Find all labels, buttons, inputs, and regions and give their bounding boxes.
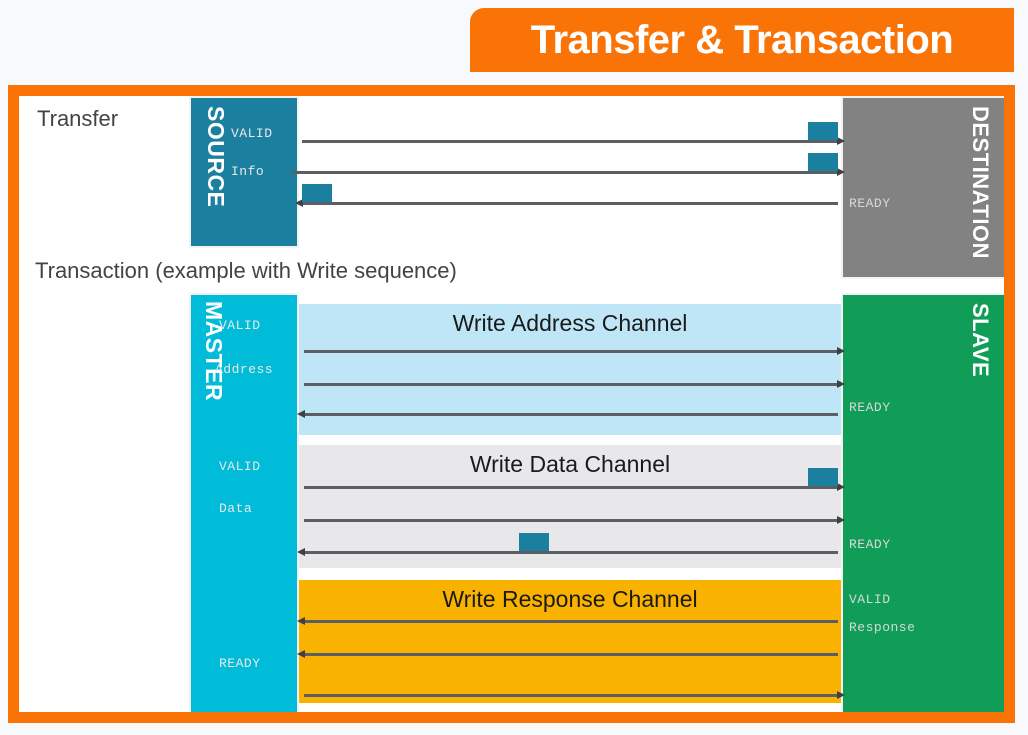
transfer-arrow-info <box>292 168 845 176</box>
marker-wd-ready <box>519 533 549 551</box>
wa-arrow-address <box>304 380 845 388</box>
wd-arrow-valid <box>304 483 845 491</box>
wr-master-signal-ready: READY <box>219 656 261 671</box>
transfer-signal-ready: READY <box>849 196 891 211</box>
write-response-channel-title: Write Response Channel <box>442 586 698 612</box>
marker-transfer-ready <box>302 184 332 202</box>
wa-master-signal-valid: VALID <box>219 318 261 333</box>
write-data-channel-title: Write Data Channel <box>469 451 671 477</box>
wd-slave-signal-ready: READY <box>849 537 891 552</box>
wr-arrow-valid <box>297 617 838 625</box>
wd-master-signal-valid: VALID <box>219 459 261 474</box>
wr-slave-signal-response: Response <box>849 620 916 635</box>
wa-master-signal-address: Address <box>215 362 274 377</box>
wa-arrow-valid <box>304 347 845 355</box>
transfer-signal-info: Info <box>231 164 265 179</box>
wd-arrow-ready <box>297 548 838 556</box>
write-data-channel-band: Write Data Channel <box>299 445 841 568</box>
write-response-channel-band: Write Response Channel <box>299 580 841 703</box>
wr-arrow-response <box>297 650 838 658</box>
transfer-signal-valid: VALID <box>231 126 273 141</box>
write-address-channel-title: Write Address Channel <box>452 310 688 336</box>
destination-block: DESTINATION <box>841 96 1004 279</box>
orange-frame: Transfer Transaction (example with Write… <box>8 85 1015 723</box>
title-banner: Transfer & Transaction <box>470 8 1014 72</box>
transfer-caption: Transfer <box>37 106 119 131</box>
transfer-arrow-valid <box>302 137 845 145</box>
wr-slave-signal-valid: VALID <box>849 592 891 607</box>
diagram-panel: Transfer Transaction (example with Write… <box>19 96 1004 712</box>
marker-wd-valid <box>808 468 838 486</box>
transaction-caption: Transaction (example with Write sequence… <box>35 258 457 283</box>
slave-block: SLAVE <box>841 293 1004 712</box>
banner-title: Transfer & Transaction <box>530 17 954 62</box>
master-block: MASTER <box>189 293 299 712</box>
source-block: SOURCE <box>189 96 299 248</box>
slave-block-label: SLAVE <box>968 303 993 378</box>
wa-arrow-ready <box>297 410 838 418</box>
marker-transfer-info <box>808 153 838 171</box>
marker-transfer-valid <box>808 122 838 140</box>
wd-arrow-data <box>304 516 845 524</box>
wa-slave-signal-ready: READY <box>849 400 891 415</box>
wd-master-signal-data: Data <box>219 501 253 516</box>
transfer-arrow-ready <box>295 199 838 207</box>
master-block-label: MASTER <box>201 301 227 402</box>
destination-block-label: DESTINATION <box>968 106 993 259</box>
wr-arrow-ready <box>304 691 845 699</box>
source-block-label: SOURCE <box>203 106 229 208</box>
